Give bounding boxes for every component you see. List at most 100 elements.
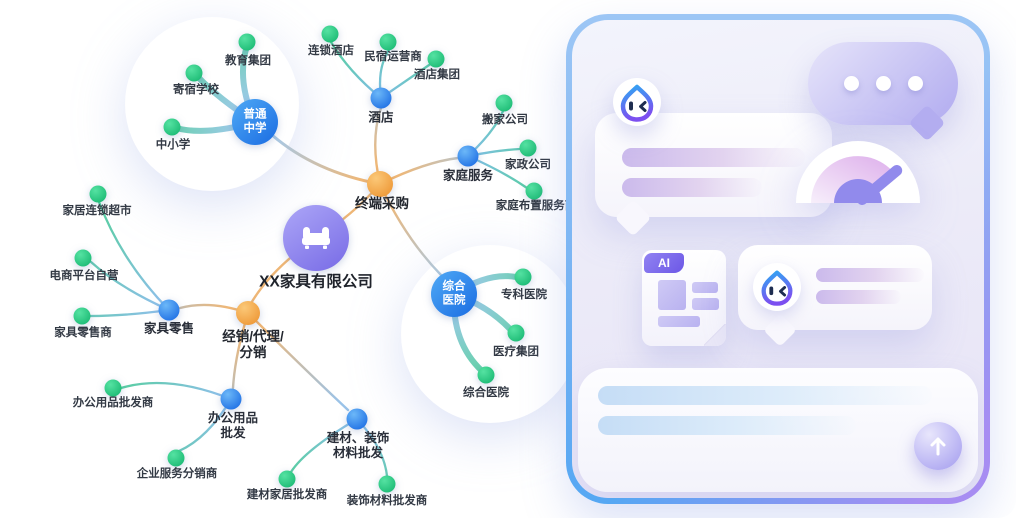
doc-block xyxy=(658,316,700,327)
chat-bubble-right xyxy=(738,245,932,347)
input-skeleton-bar xyxy=(598,416,856,435)
label-decor-material-wholesaler: 装饰材料批发商 xyxy=(346,495,428,508)
label-general-hospital-hub: 综合 医院 xyxy=(443,280,466,307)
send-button[interactable] xyxy=(914,422,962,470)
doc-block xyxy=(658,280,686,310)
node-building-home-wholesaler[interactable] xyxy=(278,470,296,488)
node-moving-company[interactable] xyxy=(495,94,513,112)
label-school-line1: 普通 xyxy=(243,108,267,121)
label-office-wholesale: 办公用品 批发 xyxy=(208,411,258,441)
label-distribution-line1: 经销/代理/ xyxy=(222,328,284,344)
sofa-icon xyxy=(302,227,330,249)
node-terminal-purchase[interactable] xyxy=(367,171,393,197)
skeleton-bar xyxy=(622,178,762,197)
node-primary-middle[interactable] xyxy=(163,118,181,136)
node-furniture-retailer[interactable] xyxy=(73,307,91,325)
node-home-service[interactable] xyxy=(457,145,479,167)
node-general-hospital[interactable] xyxy=(477,366,495,384)
label-build-line2: 材料批发 xyxy=(332,446,384,460)
node-decor-material-wholesaler[interactable] xyxy=(378,475,396,493)
typing-dot xyxy=(907,76,923,91)
node-building-material[interactable] xyxy=(346,408,368,430)
label-enterprise-distributor: 企业服务分销商 xyxy=(136,468,218,481)
input-skeleton-bar xyxy=(598,386,932,405)
label-home-service: 家庭服务 xyxy=(442,168,494,183)
chat-bubble-left xyxy=(595,113,832,237)
node-general-hospital-hub[interactable] xyxy=(431,271,477,317)
label-home-chain-store: 家居连锁超市 xyxy=(62,205,132,218)
gauge-illustration xyxy=(796,141,920,205)
label-chain-hotel: 连锁酒店 xyxy=(308,45,354,58)
label-office-line1: 办公用品 xyxy=(207,411,259,425)
label-building-home-wholesaler: 建材家居批发商 xyxy=(246,489,328,502)
label-home-furnishing-service: 家庭布置服务商 xyxy=(495,200,577,213)
node-housekeeping[interactable] xyxy=(519,139,537,157)
label-building-material: 建材、装饰 材料批发 xyxy=(327,431,390,461)
label-primary-middle: 中小学 xyxy=(155,139,191,152)
mascot-badge xyxy=(613,78,661,126)
label-medical-group: 医疗集团 xyxy=(493,346,539,359)
node-home-furnishing-service[interactable] xyxy=(525,182,543,200)
skeleton-bar xyxy=(816,290,901,304)
label-hospital-line2: 医院 xyxy=(442,294,466,306)
typing-bubble-tail xyxy=(908,104,946,142)
skeleton-bar xyxy=(622,148,805,167)
doc-block xyxy=(692,282,718,293)
label-middle-school: 普通 中学 xyxy=(244,108,267,135)
backdrop-circle-school xyxy=(125,17,299,191)
node-chain-hotel[interactable] xyxy=(321,25,339,43)
gauge-hub xyxy=(834,179,882,203)
label-office-line2: 批发 xyxy=(220,426,246,440)
label-hospital-line1: 综合 xyxy=(442,280,466,293)
label-office-wholesaler: 办公用品批发商 xyxy=(72,397,154,410)
label-moving-company: 搬家公司 xyxy=(482,114,528,127)
label-school-line2: 中学 xyxy=(243,122,267,134)
page-fold xyxy=(704,324,726,346)
node-distribution[interactable] xyxy=(236,301,260,325)
label-hotel: 酒店 xyxy=(368,110,394,125)
skeleton-bar xyxy=(816,268,924,282)
label-furniture-retail: 家具零售 xyxy=(143,321,195,336)
label-company-name: XX家具有限公司 xyxy=(259,273,373,291)
node-company[interactable] xyxy=(283,205,349,271)
node-office-wholesaler[interactable] xyxy=(104,379,122,397)
node-edu-group[interactable] xyxy=(238,33,256,51)
mascot-badge-small xyxy=(753,263,801,311)
node-hotel[interactable] xyxy=(370,87,392,109)
node-hotel-group[interactable] xyxy=(427,50,445,68)
up-arrow-icon xyxy=(930,437,946,456)
node-medical-group[interactable] xyxy=(507,324,525,342)
mascot-icon xyxy=(616,81,658,123)
label-build-line1: 建材、装饰 xyxy=(326,431,390,445)
label-housekeeping: 家政公司 xyxy=(505,159,551,172)
label-edu-group: 教育集团 xyxy=(225,55,271,68)
typing-dot xyxy=(843,76,859,91)
label-specialist-hospital: 专科医院 xyxy=(501,289,547,302)
label-ecommerce-self: 电商平台自营 xyxy=(49,270,119,283)
typing-dot xyxy=(875,76,891,91)
node-ecommerce-self[interactable] xyxy=(74,249,92,267)
node-home-chain-store[interactable] xyxy=(89,185,107,203)
typing-bubble xyxy=(808,42,958,142)
node-middle-school[interactable] xyxy=(232,99,278,145)
label-distribution: 经销/代理/ 分销 xyxy=(222,329,284,361)
chat-input-area xyxy=(578,368,978,492)
ai-document-icon: AI xyxy=(642,250,726,346)
label-boarding-school: 寄宿学校 xyxy=(173,84,219,97)
node-furniture-retail[interactable] xyxy=(158,299,180,321)
doc-block xyxy=(692,298,719,310)
ai-assistant-panel: AI xyxy=(566,14,990,504)
node-specialist-hospital[interactable] xyxy=(514,268,532,286)
node-boarding-school[interactable] xyxy=(185,64,203,82)
label-general-hospital: 综合医院 xyxy=(463,387,509,400)
node-bnb-operator[interactable] xyxy=(379,33,397,51)
label-hotel-group: 酒店集团 xyxy=(414,69,460,82)
node-enterprise-distributor[interactable] xyxy=(167,449,185,467)
label-furniture-retailer: 家具零售商 xyxy=(54,327,112,340)
graph-nodes xyxy=(73,25,543,493)
node-office-wholesale[interactable] xyxy=(220,388,242,410)
ai-badge: AI xyxy=(644,253,684,273)
mascot-icon xyxy=(757,267,797,307)
